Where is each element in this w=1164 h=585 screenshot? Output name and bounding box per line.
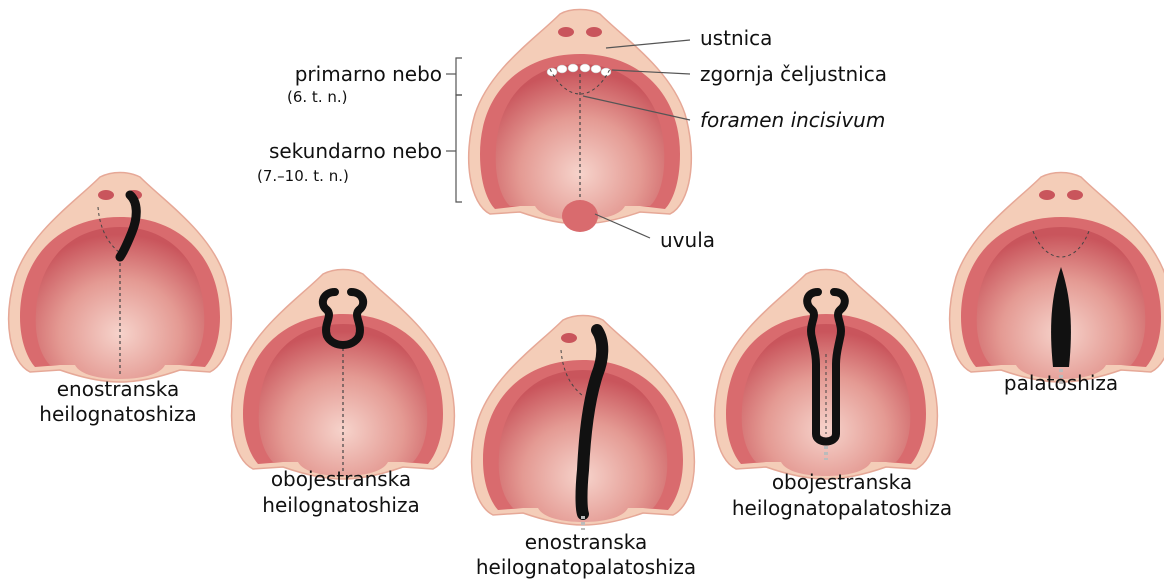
variant-label-1-line2: heilognatoshiza — [39, 402, 196, 426]
label-ustnica: ustnica — [700, 26, 772, 50]
palate-bilateral-complete-cleft — [715, 270, 938, 480]
palate-unilateral-cleft-lip-alveolus — [9, 173, 232, 383]
palate-cleft-palate-only — [950, 173, 1164, 386]
variant-label-1-line1: enostranska — [57, 377, 180, 401]
variant-label-3-line1: enostranska — [525, 530, 648, 554]
palate-bilateral-cleft-lip-alveolus — [232, 270, 455, 480]
variant-label-2-line1: obojestranska — [271, 467, 411, 491]
variant-label-5: palatoshiza — [1004, 371, 1118, 395]
variant-label-3-line2: heilognatopalatoshiza — [476, 555, 696, 579]
label-foramen-incisivum: foramen incisivum — [700, 108, 885, 132]
variant-label-2-line2: heilognatoshiza — [262, 493, 419, 517]
palate-unilateral-complete-cleft — [472, 316, 695, 531]
label-primarno-nebo-time: (6. t. n.) — [287, 88, 347, 106]
variant-label-4-line1: obojestranska — [772, 470, 912, 494]
label-sekundarno-nebo: sekundarno nebo — [234, 139, 442, 163]
variant-label-4-line2: heilognatopalatoshiza — [732, 496, 952, 520]
label-sekundarno-nebo-time: (7.–10. t. n.) — [257, 167, 349, 185]
label-uvula: uvula — [660, 228, 715, 252]
label-primarno-nebo: primarno nebo — [264, 62, 442, 86]
label-zgornja-celjustnica: zgornja čeljustnica — [700, 62, 887, 86]
